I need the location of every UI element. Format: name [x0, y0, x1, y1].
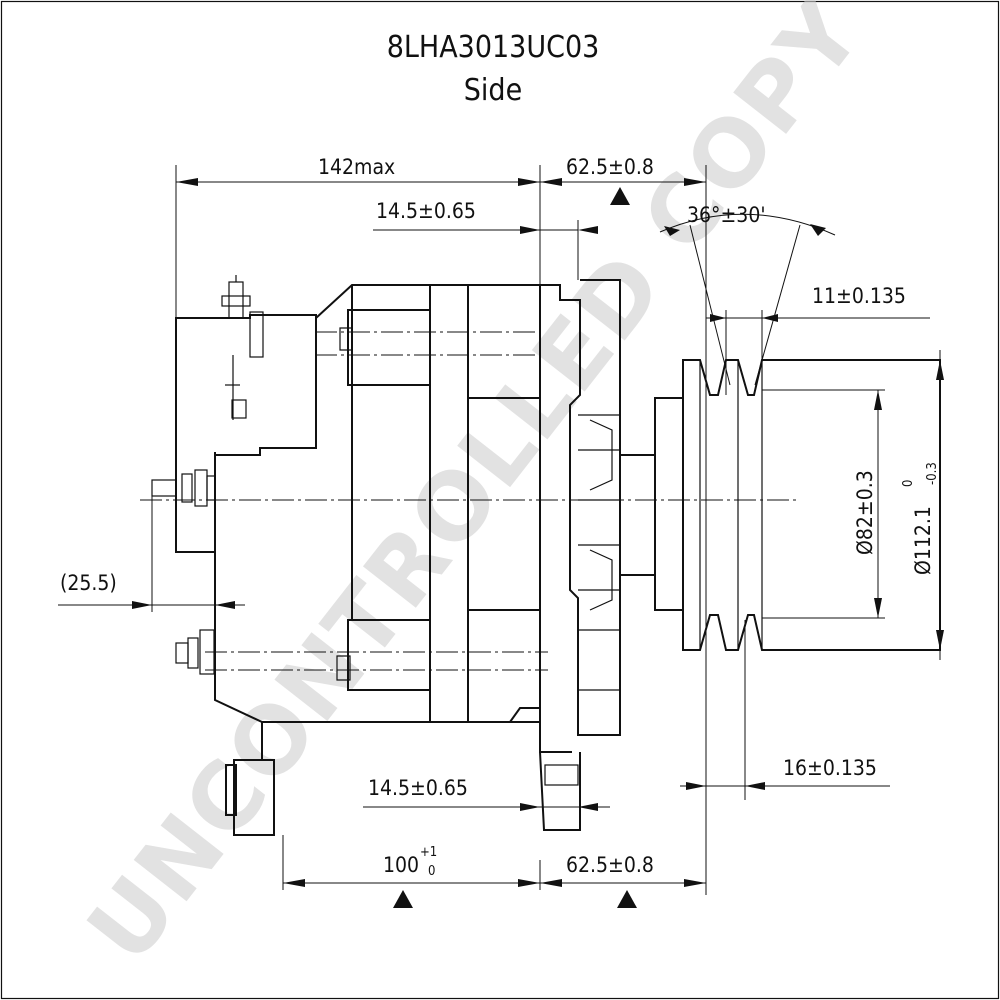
- watermark-text: UNCONTROLLED COPY: [67, 0, 883, 982]
- dim-overall-length-text: 142max: [318, 155, 395, 179]
- dim-pulley-outer-dia-text: Ø112.1: [911, 506, 935, 575]
- main-housing: [214, 452, 572, 753]
- dim-pulley-offset-top-text: 62.5±0.8: [566, 155, 654, 179]
- dim-groove-width: 11±0.135: [706, 284, 930, 395]
- middle-terminal-stud: [151, 479, 177, 497]
- stator-core: [467, 284, 541, 723]
- dim-mount-offset: (25.5): [58, 496, 245, 612]
- dim-mount-offset-text: (25.5): [60, 571, 117, 595]
- part-number-title: 8LHA3013UC03: [387, 30, 600, 65]
- dim-mount-width-text: 100: [383, 853, 419, 877]
- dim-pulley-offset-bottom-text: 62.5±0.8: [566, 853, 654, 877]
- pulley: [619, 359, 941, 651]
- dim-terminal-offset-top: 14.5±0.65: [373, 199, 598, 234]
- drive-end-shield: [540, 279, 621, 736]
- dim-groove-width-text: 11±0.135: [812, 284, 906, 308]
- regulator-bracket: [315, 284, 540, 319]
- dim-terminal-offset-bottom: 14.5±0.65: [363, 776, 610, 811]
- lower-foot: [539, 751, 581, 831]
- stator-block-bottom: [347, 619, 431, 691]
- dim-groove-offset: 16±0.135: [680, 756, 890, 790]
- dim-mount-width-tol-upper: +1: [420, 845, 437, 860]
- dim-v-angle-text: 36°±30': [687, 203, 766, 227]
- dim-pulley-outer-dia-tol-lower: -0.3: [925, 462, 940, 485]
- stator-block-top: [347, 309, 431, 386]
- dim-overall-length: 142max: [176, 155, 540, 186]
- dim-mount-width-tol-lower: 0: [428, 864, 435, 879]
- dim-pulley-offset-top: 62.5±0.8: [540, 155, 706, 205]
- datum-triangle-bottom-right: [617, 890, 637, 908]
- dim-groove-offset-text: 16±0.135: [783, 756, 877, 780]
- top-terminal-nut: [221, 295, 251, 307]
- pulley-groove-profile: [682, 359, 941, 651]
- dim-pulley-outer-dia: Ø112.1 0 -0.3: [901, 360, 944, 650]
- dim-pulley-pitch-dia: Ø82±0.3: [762, 389, 885, 619]
- top-terminal-stud: [228, 281, 244, 319]
- datum-triangle-bottom-left: [393, 890, 413, 908]
- rear-cover: [175, 314, 317, 553]
- dim-mount-width: 100 +1 0: [283, 845, 540, 908]
- pulley-hub: [619, 454, 656, 576]
- alternator-body: [151, 275, 621, 836]
- dim-pulley-outer-dia-tol-upper: 0: [901, 480, 916, 487]
- lower-terminal-stud: [175, 642, 189, 664]
- dim-pulley-offset-bottom: 62.5±0.8: [540, 853, 706, 908]
- dim-pulley-pitch-dia-text: Ø82±0.3: [853, 470, 877, 555]
- regulator-plate: [249, 311, 264, 358]
- view-subtitle: Side: [464, 73, 522, 108]
- datum-triangle-top: [610, 187, 630, 205]
- mount-boss: [233, 759, 275, 836]
- dim-terminal-offset-top-text: 14.5±0.65: [376, 199, 476, 223]
- dim-terminal-offset-bottom-text: 14.5±0.65: [368, 776, 468, 800]
